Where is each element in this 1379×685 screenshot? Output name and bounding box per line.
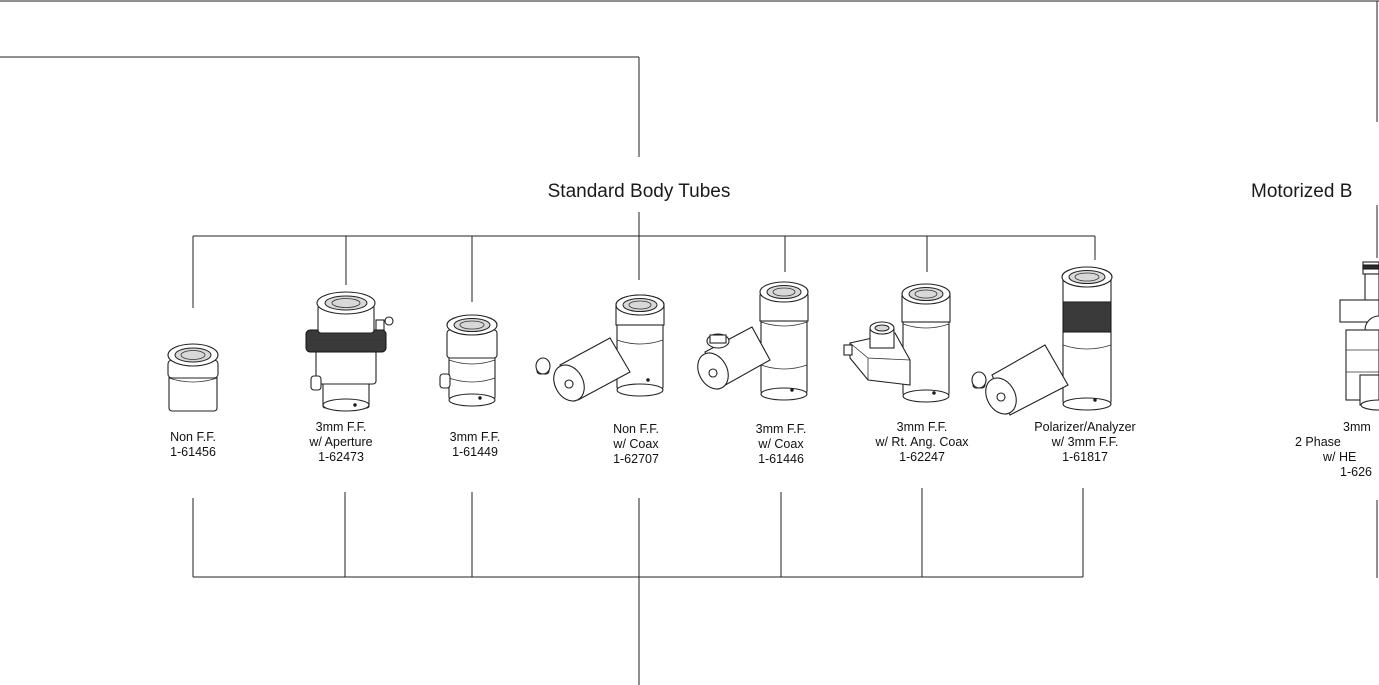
section-title: Standard Body Tubes (548, 181, 731, 202)
caption-6-line-2: w/ Rt. Ang. Coax (874, 435, 969, 449)
right-angle-coax-tube-icon (843, 283, 951, 403)
partial-caption-line-3: w/ HE (1322, 450, 1356, 464)
caption-5-line-2: w/ Coax (757, 437, 804, 451)
caption-6-line-1: 3mm F.F. (897, 420, 948, 434)
partial-caption-line-4: 1-626 (1340, 465, 1372, 479)
caption-5-line-3: 1-61446 (758, 452, 804, 466)
motorized-tube-icon (1339, 261, 1379, 411)
caption-3-line-1: 3mm F.F. (450, 430, 501, 444)
right-section-title: Motorized B (1251, 181, 1352, 202)
caption-1-line-2: 1-61456 (170, 445, 216, 459)
partial-caption-line-2: 2 Phase (1295, 435, 1341, 449)
caption-7-line-1: Polarizer/Analyzer (1034, 420, 1135, 434)
caption-4-line-2: w/ Coax (612, 437, 659, 451)
partial-caption-line-1: 3mm (1343, 420, 1371, 434)
caption-1-line-1: Non F.F. (170, 430, 216, 444)
plain-short-tube-icon (167, 343, 219, 412)
caption-5-line-1: 3mm F.F. (756, 422, 807, 436)
ff-tube-icon (439, 314, 498, 407)
coax-ff-tube-icon (697, 281, 809, 401)
aperture-tube-icon (305, 291, 394, 412)
caption-4-line-3: 1-62707 (613, 452, 659, 466)
caption-3-line-2: 1-61449 (452, 445, 498, 459)
polarizer-tube-icon (971, 266, 1113, 416)
caption-2-line-3: 1-62473 (318, 450, 364, 464)
caption-2-line-2: w/ Aperture (308, 435, 372, 449)
caption-7-line-3: 1-61817 (1062, 450, 1108, 464)
coax-tube-icon (535, 294, 665, 402)
product-captions: Non F.F. 1-61456 3mm F.F. w/ Aperture 1-… (170, 420, 1372, 479)
caption-7-line-2: w/ 3mm F.F. (1051, 435, 1119, 449)
caption-6-line-3: 1-62247 (899, 450, 945, 464)
caption-2-line-1: 3mm F.F. (316, 420, 367, 434)
caption-4-line-1: Non F.F. (613, 422, 659, 436)
